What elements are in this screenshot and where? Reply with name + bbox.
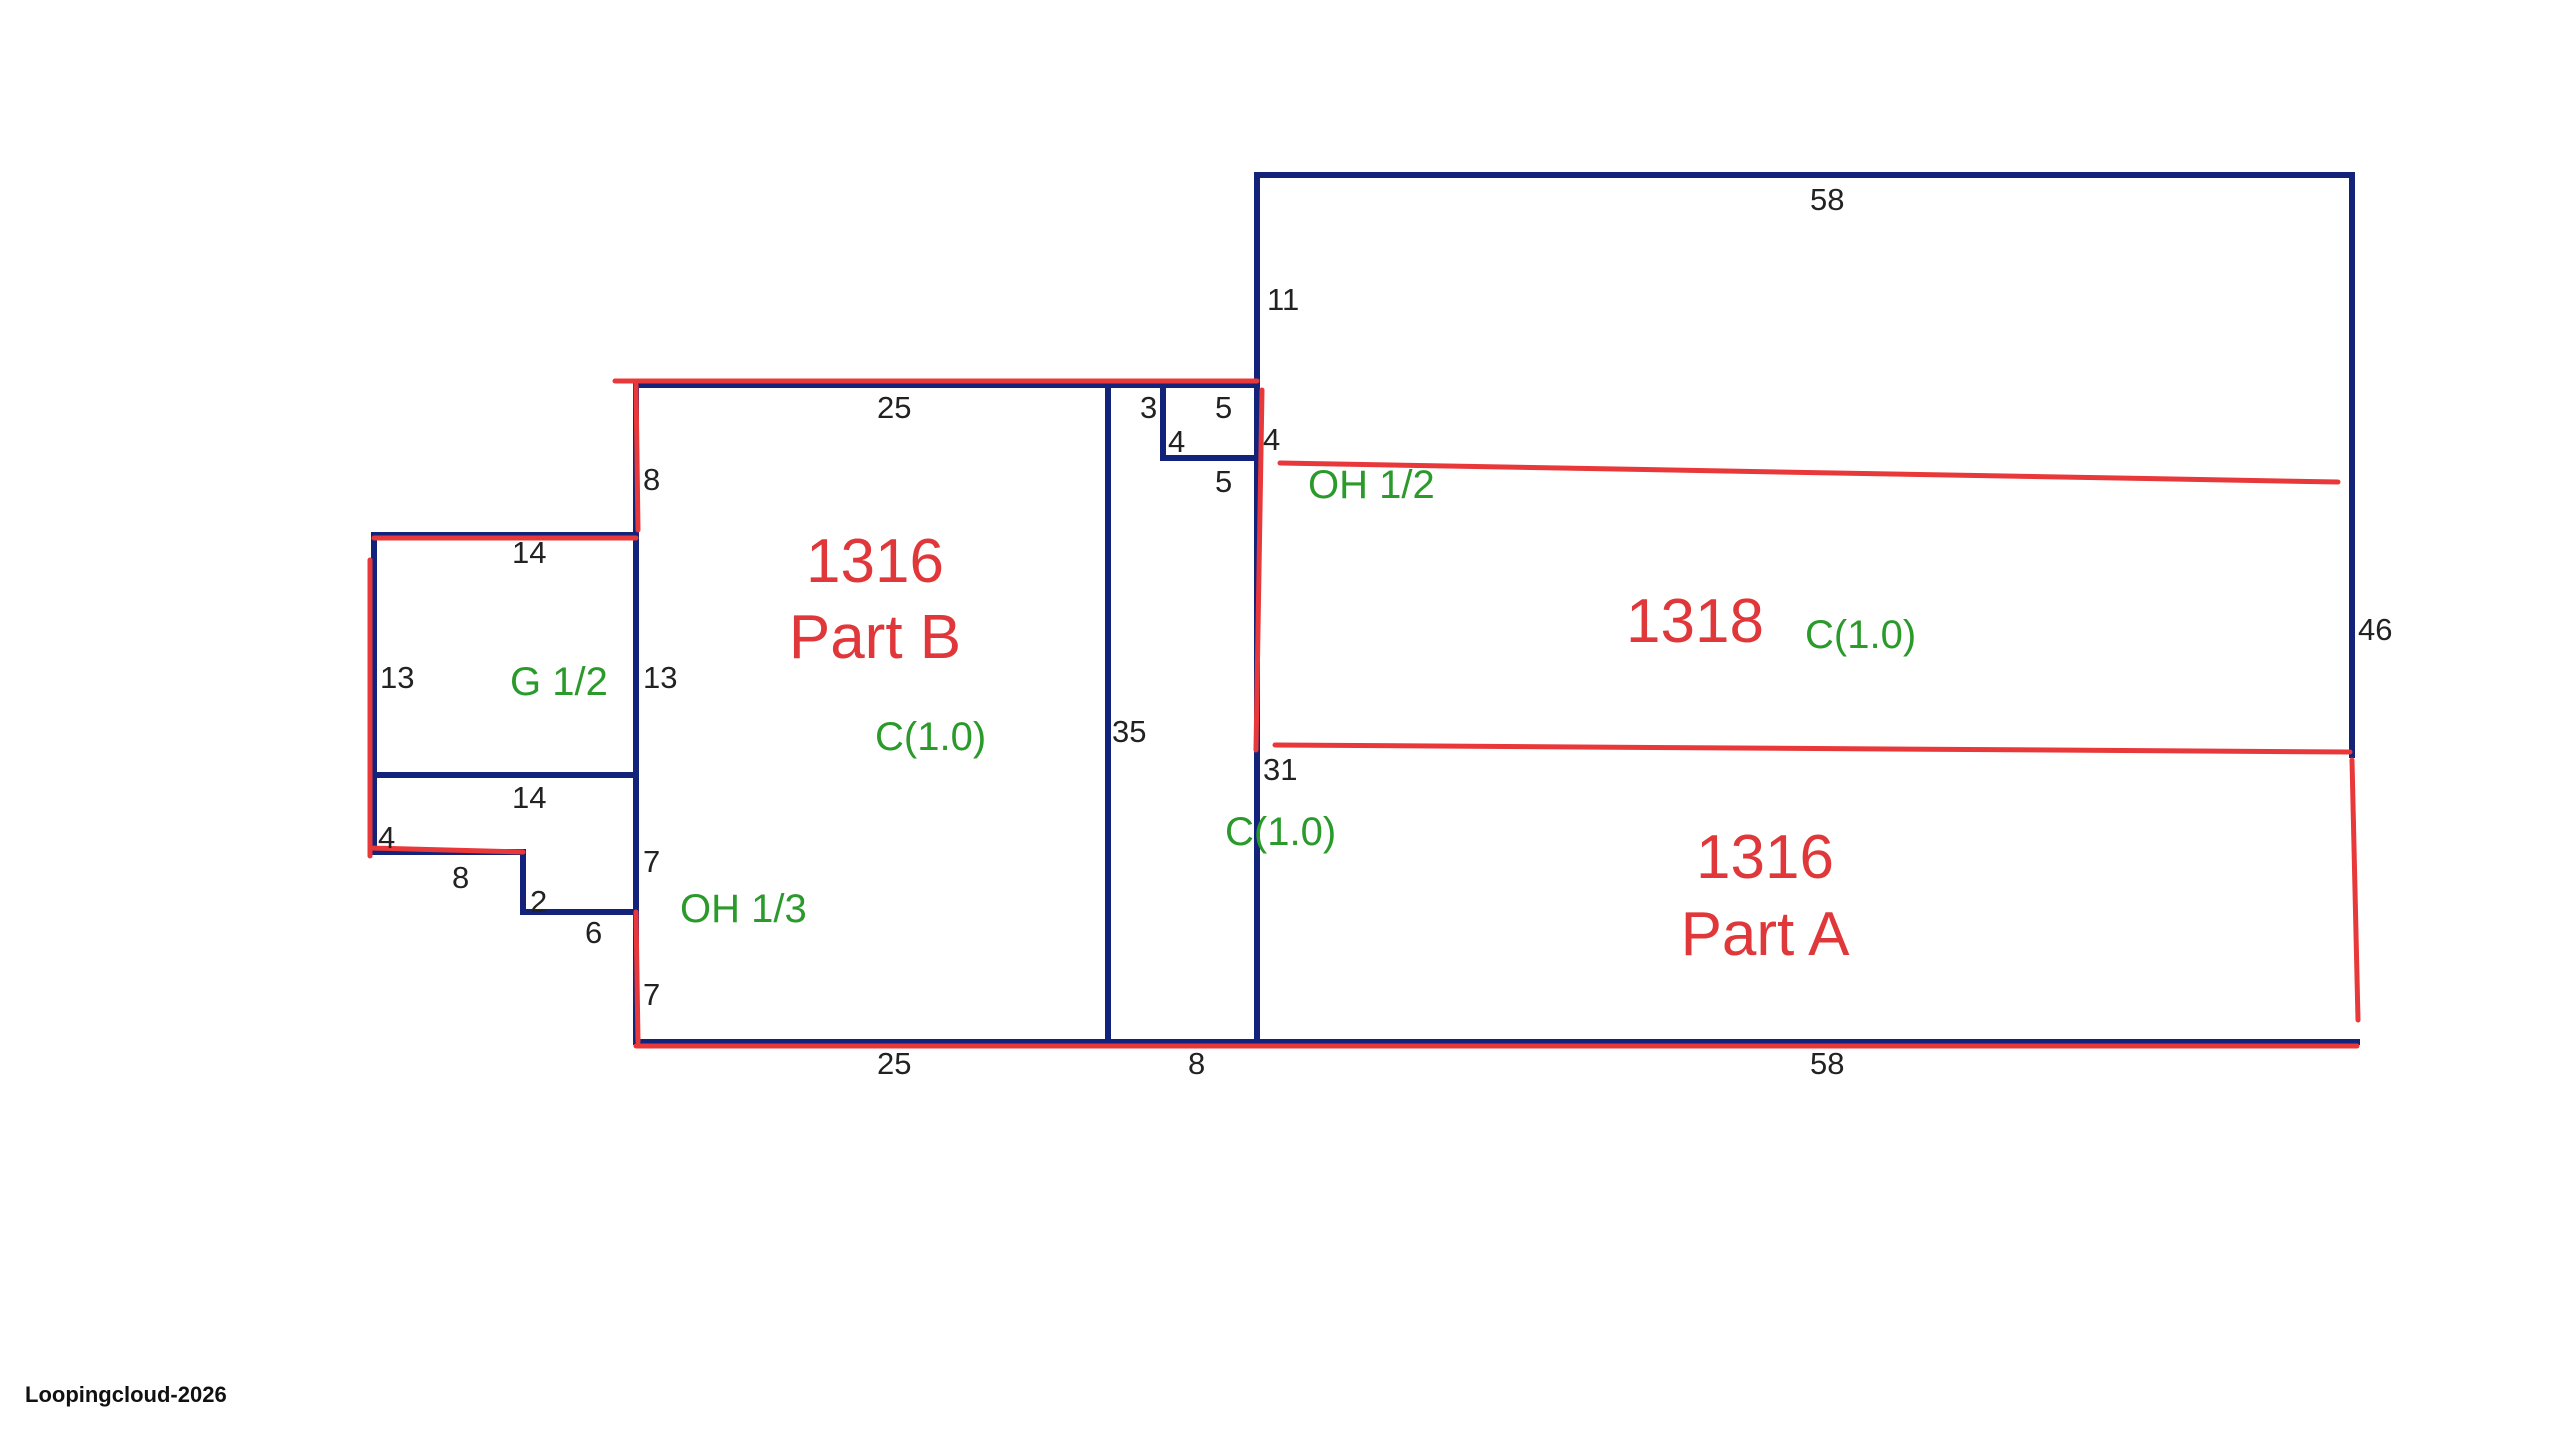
dim-garage-bottom: 14: [512, 780, 546, 815]
dim-small-4-left: 4: [1168, 424, 1185, 459]
code-partb: C(1.0): [875, 715, 986, 759]
dim-garage-right: 13: [643, 660, 677, 695]
red-right: [2349, 757, 2361, 1023]
dim-bottom-mid: 8: [1188, 1046, 1205, 1081]
dim-small-4-right: 4: [1263, 422, 1280, 457]
dim-top-mid: 11: [1267, 282, 1299, 317]
dim-step-4: 4: [378, 820, 395, 855]
code-oh-half: OH 1/2: [1308, 463, 1435, 507]
wall-outlines: [371, 172, 2360, 1045]
dim-top-partb: 25: [877, 390, 911, 425]
code-1318: C(1.0): [1805, 613, 1916, 657]
dim-oh-7-top: 7: [643, 844, 660, 879]
watermark-label: Loopingcloud-2026: [25, 1382, 227, 1407]
red-oh-left: [633, 909, 641, 1045]
red-1318-bottom: [1272, 742, 2353, 755]
dim-partb-8: 8: [643, 462, 660, 497]
red-partb-left: [633, 382, 641, 533]
dim-oh-7-bottom: 7: [643, 977, 660, 1012]
dim-mid-31: 31: [1263, 752, 1297, 787]
dim-step-8: 8: [452, 860, 469, 895]
dim-small-5-top: 5: [1215, 390, 1232, 425]
dim-right-46: 46: [2358, 612, 2392, 647]
red-mid-left: [1253, 387, 1265, 753]
red-oh-half-top: [1277, 460, 2341, 485]
area-parta-label: Part A: [1681, 900, 1851, 969]
dim-garage-top: 14: [512, 535, 546, 570]
area-partb-label: Part B: [789, 603, 961, 672]
code-mid: C(1.0): [1225, 810, 1336, 854]
dim-mid-35: 35: [1112, 714, 1146, 749]
dim-step-2: 2: [530, 884, 547, 919]
wall-garage: [371, 532, 639, 778]
dim-small-3: 3: [1140, 390, 1157, 425]
dim-bottom-partb: 25: [877, 1046, 911, 1081]
dim-small-5-bottom: 5: [1215, 464, 1232, 499]
dimension-labels: 58 11 25 3 5 4 4 5 8 14 13 13 14 4 8 2 6…: [378, 182, 2392, 1081]
code-garage: G 1/2: [510, 660, 608, 704]
dim-top-main: 58: [1810, 182, 1844, 217]
wall-step: [371, 772, 639, 915]
red-overlay-lines: [367, 378, 2361, 1049]
wall-main-top: [1254, 172, 2355, 758]
dim-bottom-main: 58: [1810, 1046, 1844, 1081]
area-labels: 1316 Part B 1318 1316 Part A: [789, 527, 1850, 969]
red-step: [367, 845, 526, 855]
area-1318: 1318: [1626, 587, 1764, 656]
construction-codes: OH 1/2 G 1/2 C(1.0) OH 1/3 C(1.0) C(1.0): [510, 463, 1916, 931]
area-parta-number: 1316: [1696, 823, 1834, 892]
dim-garage-left: 13: [380, 660, 414, 695]
dim-step-6: 6: [585, 915, 602, 950]
wall-notch: [1160, 382, 1260, 461]
code-oh-third: OH 1/3: [680, 887, 807, 931]
area-partb-number: 1316: [806, 527, 944, 596]
